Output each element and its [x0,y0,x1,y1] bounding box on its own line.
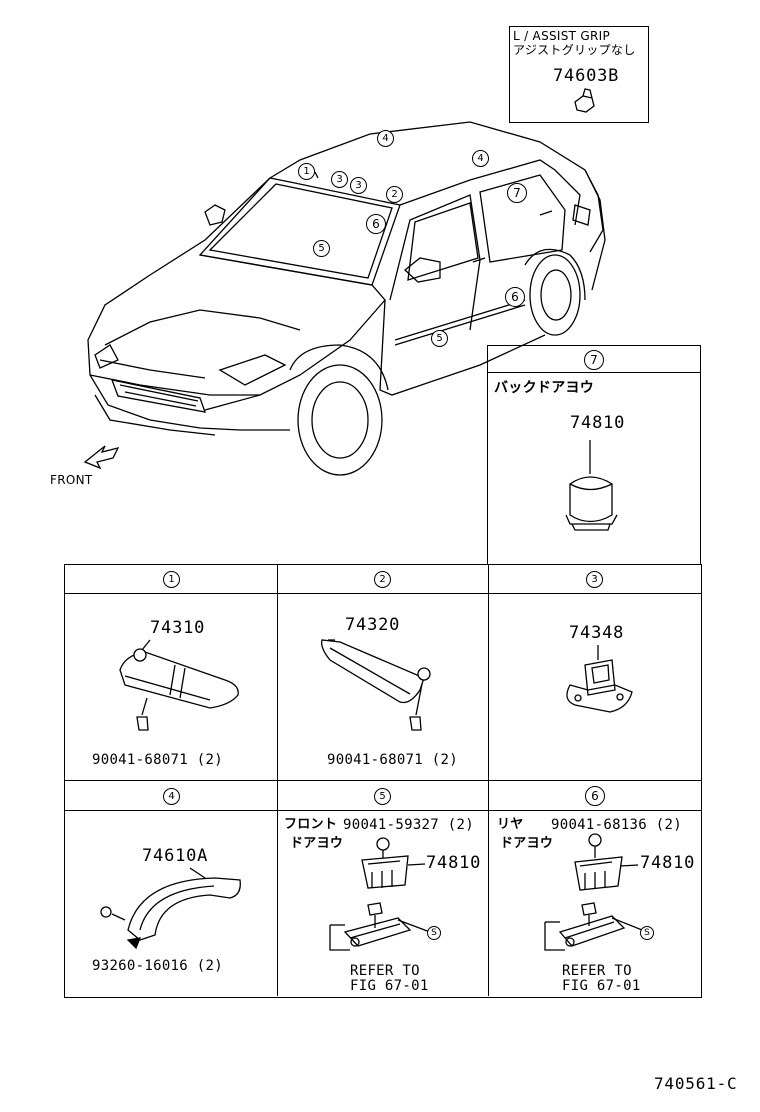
panel-3-part-number: 74348 [569,623,625,643]
panel-6-screw-callout: S [640,926,654,940]
figure-id: 740561-C [654,1074,738,1093]
panel-7-part-number: 74810 [570,413,626,433]
panel-5-refer-to: REFER TO [350,963,420,979]
callout-7: 7 [507,183,527,203]
panel-6-refer-to: REFER TO [562,963,632,979]
callout-4: 4 [377,130,394,147]
grid-row-2-header-line [64,810,701,811]
callout-4: 4 [472,150,489,167]
panel-6-label-door: ドアヨウ [500,836,554,851]
panel-7-title: バックドアヨウ [494,380,595,396]
panel-4-part-number: 74610A [142,846,209,866]
panel-2-part-number: 74320 [345,615,401,635]
callout-6: 6 [366,214,386,234]
panel-6-refer-fig: FIG 67-01 [562,978,641,994]
grid-row-1-header-line [64,593,701,594]
panel-5-label-front: フロント [284,817,338,832]
callout-6: 6 [505,287,525,307]
panel-5-refer-fig: FIG 67-01 [350,978,429,994]
assist-grip-label-jp: アジストグリップなし [513,43,636,57]
panel-1-screw-number: 90041-68071 (2) [92,752,223,768]
panel-4-number: 4 [163,788,180,805]
panel-5-number: 5 [374,788,391,805]
panel-1-number: 1 [163,571,180,588]
panel-5-screw-callout: S [427,926,441,940]
assist-grip-label: L / ASSIST GRIP [513,29,611,43]
panel-2-number: 2 [374,571,391,588]
assist-grip-part-number: 74603B [553,66,620,86]
grid-row-2 [64,780,702,998]
panel-3-number: 3 [586,571,603,588]
callout-3: 3 [331,171,348,188]
panel-6-number: 6 [585,786,605,806]
panel-7-header-divider [487,372,700,373]
panel-2-screw-number: 90041-68071 (2) [327,752,458,768]
assist-grip-box [509,26,649,123]
callout-2: 2 [386,186,403,203]
panel-6-screw-number: 90041-68136 (2) [551,817,682,833]
callout-5: 5 [431,330,448,347]
panel-6-part-number: 74810 [640,853,696,873]
panel-5-screw-number: 90041-59327 (2) [343,817,474,833]
panel-6-label-rear: リヤ [497,817,524,832]
callout-1: 1 [298,163,315,180]
panel-4-screw-number: 93260-16016 (2) [92,958,223,974]
panel-5-part-number: 74810 [426,853,482,873]
panel-7-number: 7 [584,350,604,370]
front-label: FRONT [50,473,93,487]
callout-5: 5 [313,240,330,257]
callout-3: 3 [350,177,367,194]
grid-row-1 [64,564,702,781]
panel-1-part-number: 74310 [150,618,206,638]
panel-5-label-door: ドアヨウ [290,836,344,851]
